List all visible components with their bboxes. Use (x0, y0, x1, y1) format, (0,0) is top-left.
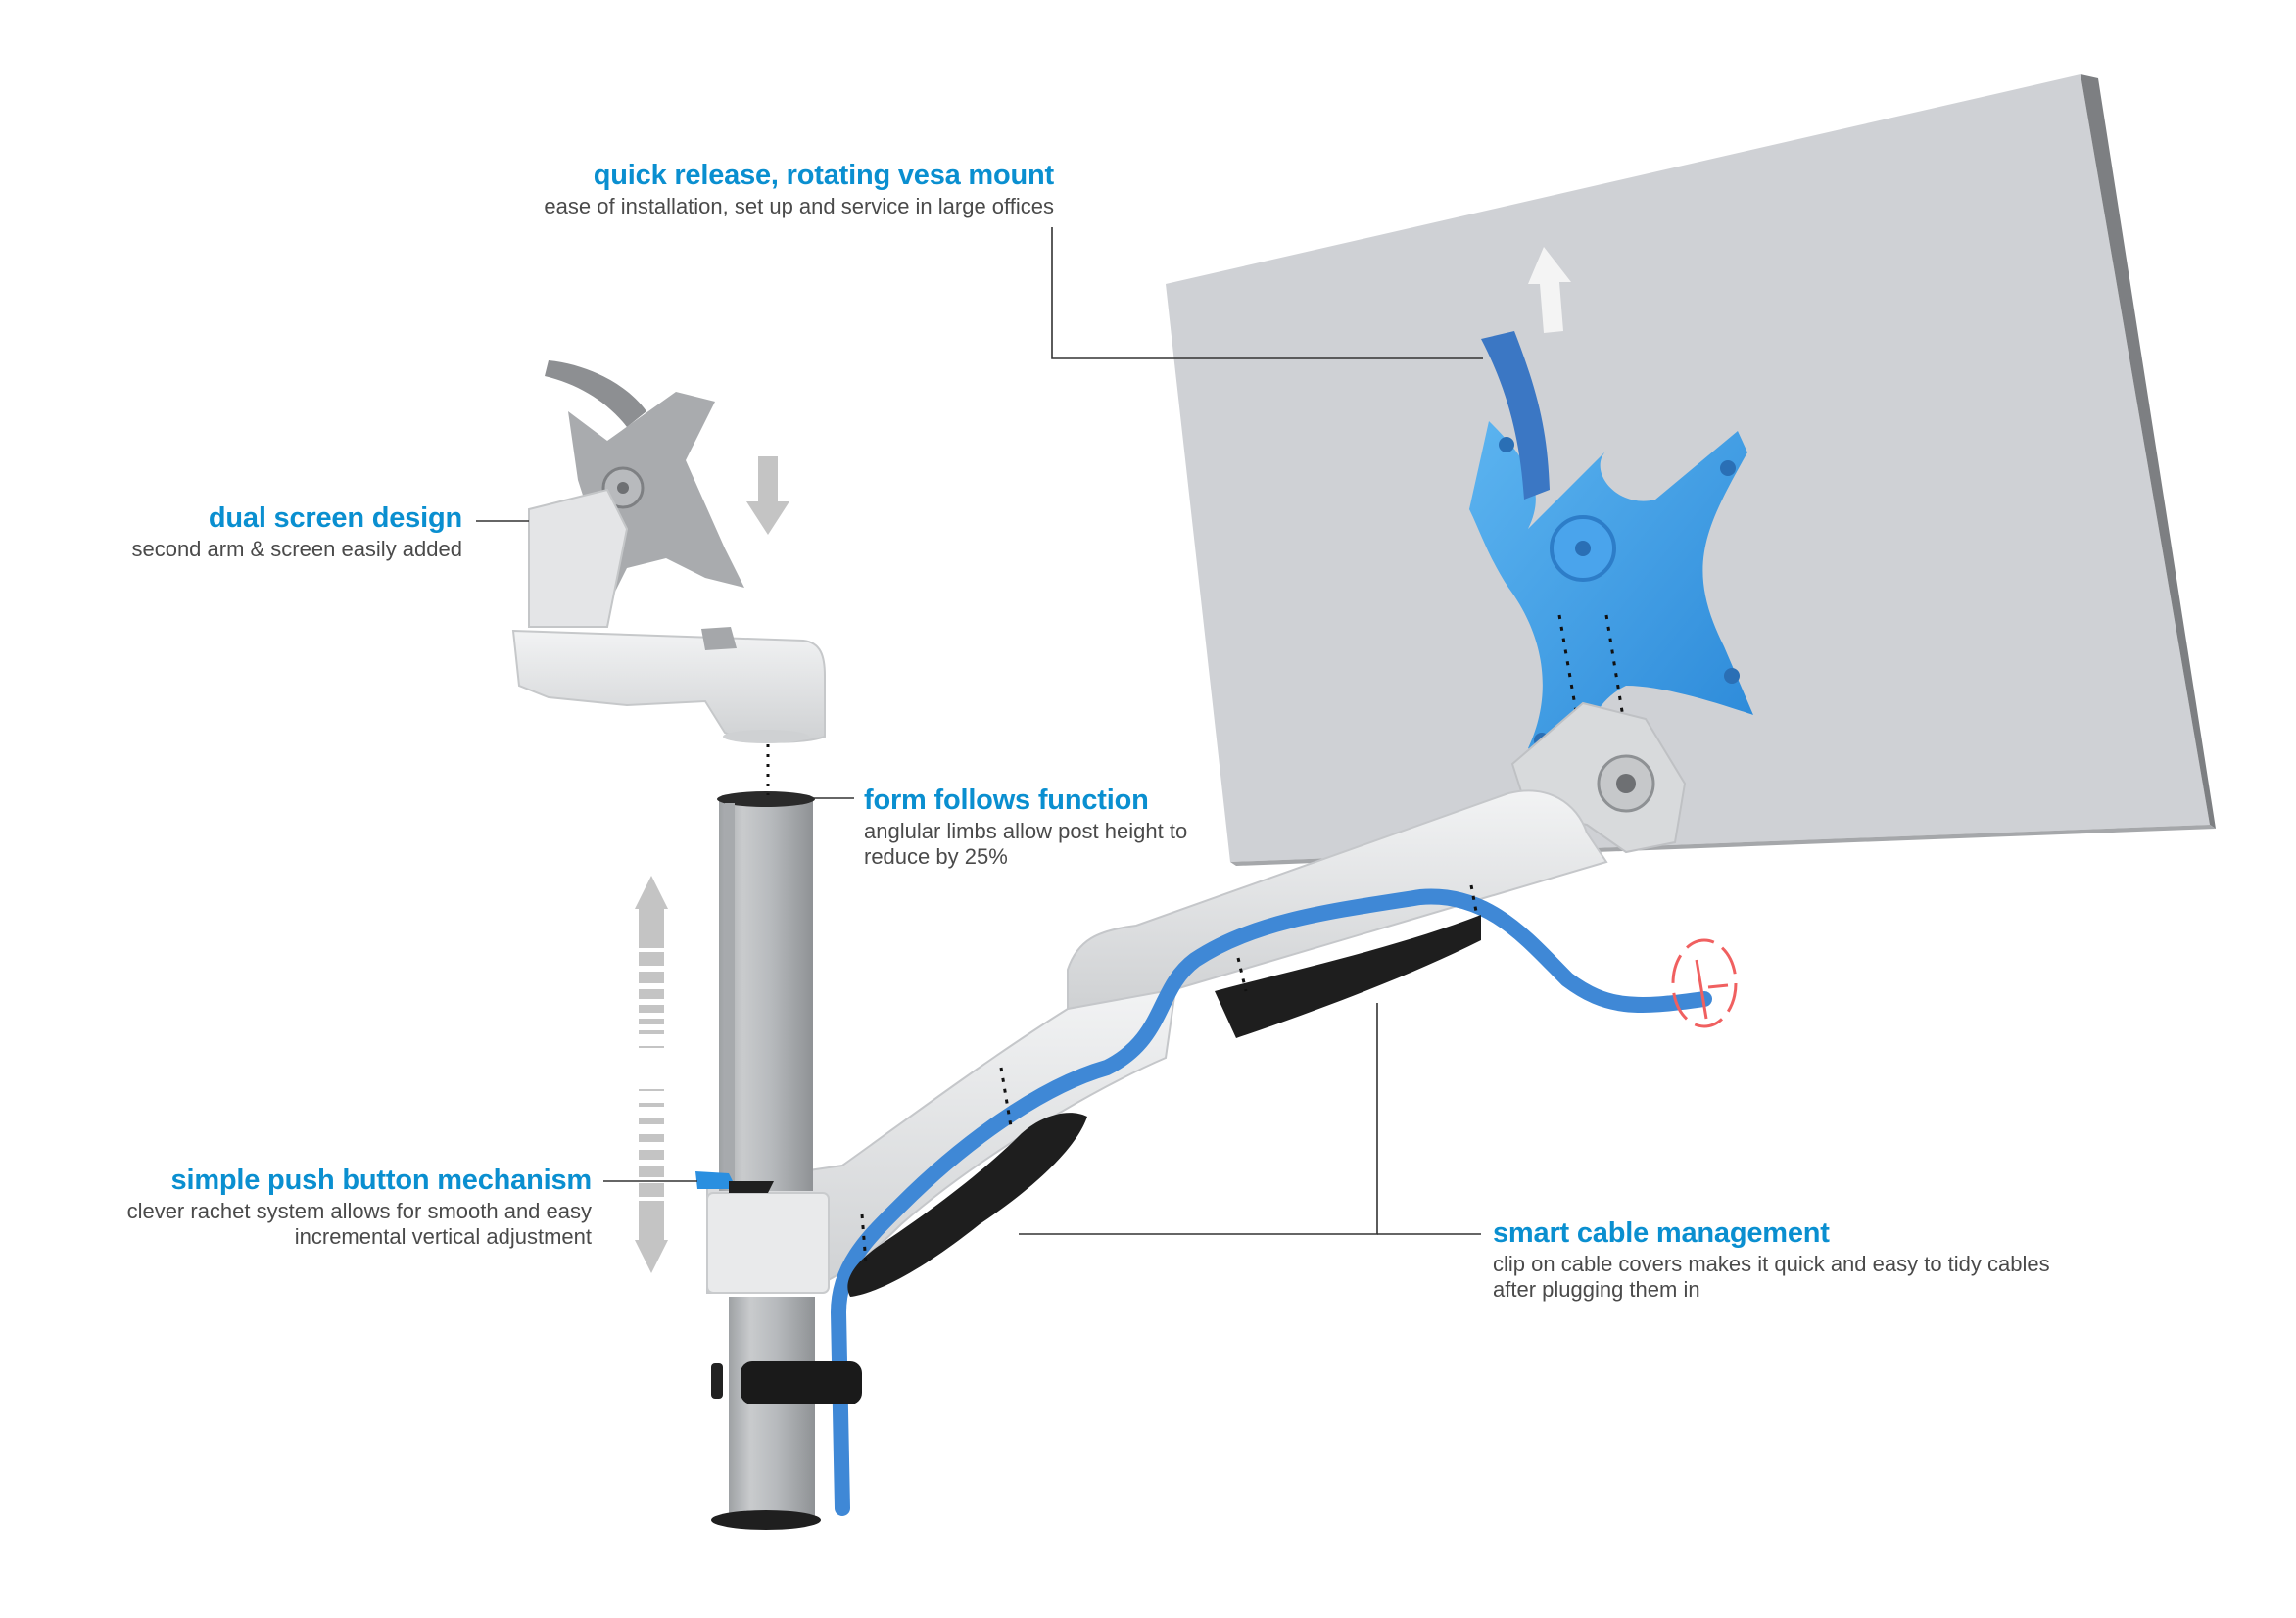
cable-cover-lower (847, 1067, 1087, 1297)
direction-arrow-up-icon (1528, 247, 1571, 333)
callout-description: clip on cable covers makes it quick and … (1493, 1252, 2050, 1303)
second-arm-with-mount (511, 360, 826, 795)
callout-form-follows-function: form follows function anglular limbs all… (864, 784, 1256, 870)
height-adjust-arrow-icon (635, 876, 668, 1273)
callout-title: quick release, rotating vesa mount (593, 160, 1054, 191)
callout-description: second arm & screen easily added (131, 537, 462, 562)
callout-title: smart cable management (1493, 1217, 1830, 1249)
callout-push-button: simple push button mechanism clever rach… (43, 1164, 593, 1250)
post-collar (706, 1192, 830, 1294)
callout-description: anglular limbs allow post height to redu… (864, 819, 1188, 870)
leader-vesa (1051, 227, 1483, 359)
push-button-icon (695, 1171, 774, 1193)
vesa-mount-blue (1469, 331, 1753, 785)
callout-dual-screen: dual screen design second arm & screen e… (131, 501, 462, 562)
cable-target-marker-icon (1671, 938, 1738, 1028)
monitor-panel (1166, 74, 2216, 866)
post-upper (717, 791, 815, 1191)
callout-leader-lines (476, 227, 1483, 1235)
callout-description: clever rachet system allows for smooth a… (126, 1199, 592, 1250)
callout-title: dual screen design (208, 502, 462, 534)
cable-cover-upper (1215, 884, 1481, 1038)
callout-vesa-mount: quick release, rotating vesa mount ease … (544, 159, 1054, 219)
callout-title: simple push button mechanism (170, 1165, 593, 1196)
callout-cable-management: smart cable management clip on cable cov… (1493, 1216, 2081, 1303)
callout-description: ease of installation, set up and service… (544, 194, 1054, 219)
direction-arrow-down-icon (746, 456, 789, 535)
post-lower (711, 1297, 821, 1530)
cable-clamp (711, 1361, 862, 1404)
callout-title: form follows function (864, 785, 1149, 816)
